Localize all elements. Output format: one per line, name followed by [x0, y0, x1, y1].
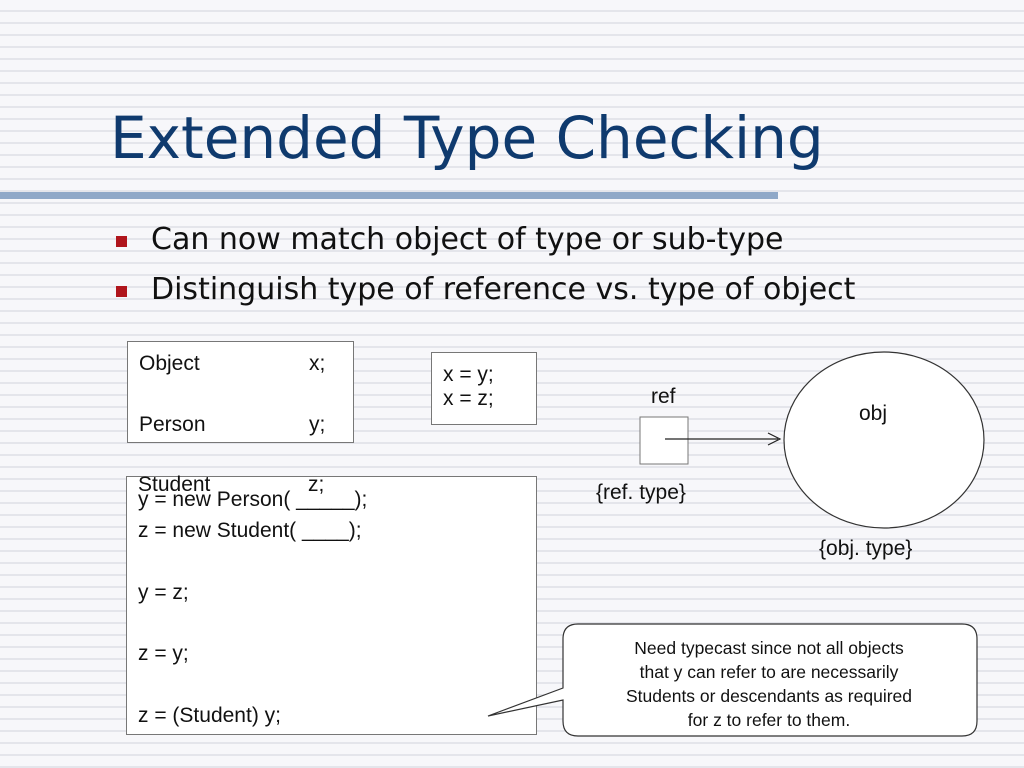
title-underline [0, 192, 778, 199]
obj-label: obj [859, 402, 888, 425]
declaration-type: Object [139, 352, 200, 375]
code-line: x = z; [443, 387, 494, 410]
code-line: z = (Student) y; [138, 704, 281, 727]
code-line: z = y; [138, 642, 189, 665]
assignment-box: x = y; x = z; [431, 352, 537, 425]
declarations-box: Object x; Person y; [127, 341, 354, 443]
declaration-type: Student [138, 473, 211, 496]
square-bullet-icon [116, 286, 127, 297]
declaration-variable: x; [309, 352, 326, 375]
callout-line: Students or descendants as required [625, 686, 912, 706]
ref-type-label: {ref. type} [596, 481, 686, 504]
code-box: y = new Person( _____); z = new Student(… [126, 476, 537, 735]
obj-type-label: {obj. type} [819, 537, 913, 560]
bullet-text: Distinguish type of reference vs. type o… [151, 272, 856, 307]
code-line: y = new Person( _____); [138, 488, 368, 511]
declaration-type: Person [139, 413, 206, 436]
ref-label: ref [651, 385, 676, 408]
callout-line: that y can refer to are necessarily [639, 662, 899, 682]
reference-box [639, 416, 689, 465]
object-circle [783, 351, 985, 529]
arrow-head-icon [767, 432, 782, 446]
slide-title: Extended Type Checking [110, 104, 824, 172]
callout-line: Need typecast since not all objects [634, 638, 904, 658]
declaration-variable: y; [309, 413, 326, 436]
code-line: y = z; [138, 581, 189, 604]
code-line: z = new Student( ____); [138, 519, 362, 542]
callout-text: Need typecast since not all objects that… [574, 636, 964, 732]
callout-bubble [487, 623, 978, 737]
bullet-text: Can now match object of type or sub-type [151, 222, 784, 257]
square-bullet-icon [116, 236, 127, 247]
code-line: x = y; [443, 363, 494, 386]
declaration-variable: z; [308, 473, 325, 496]
callout-line: for z to refer to them. [687, 710, 851, 730]
